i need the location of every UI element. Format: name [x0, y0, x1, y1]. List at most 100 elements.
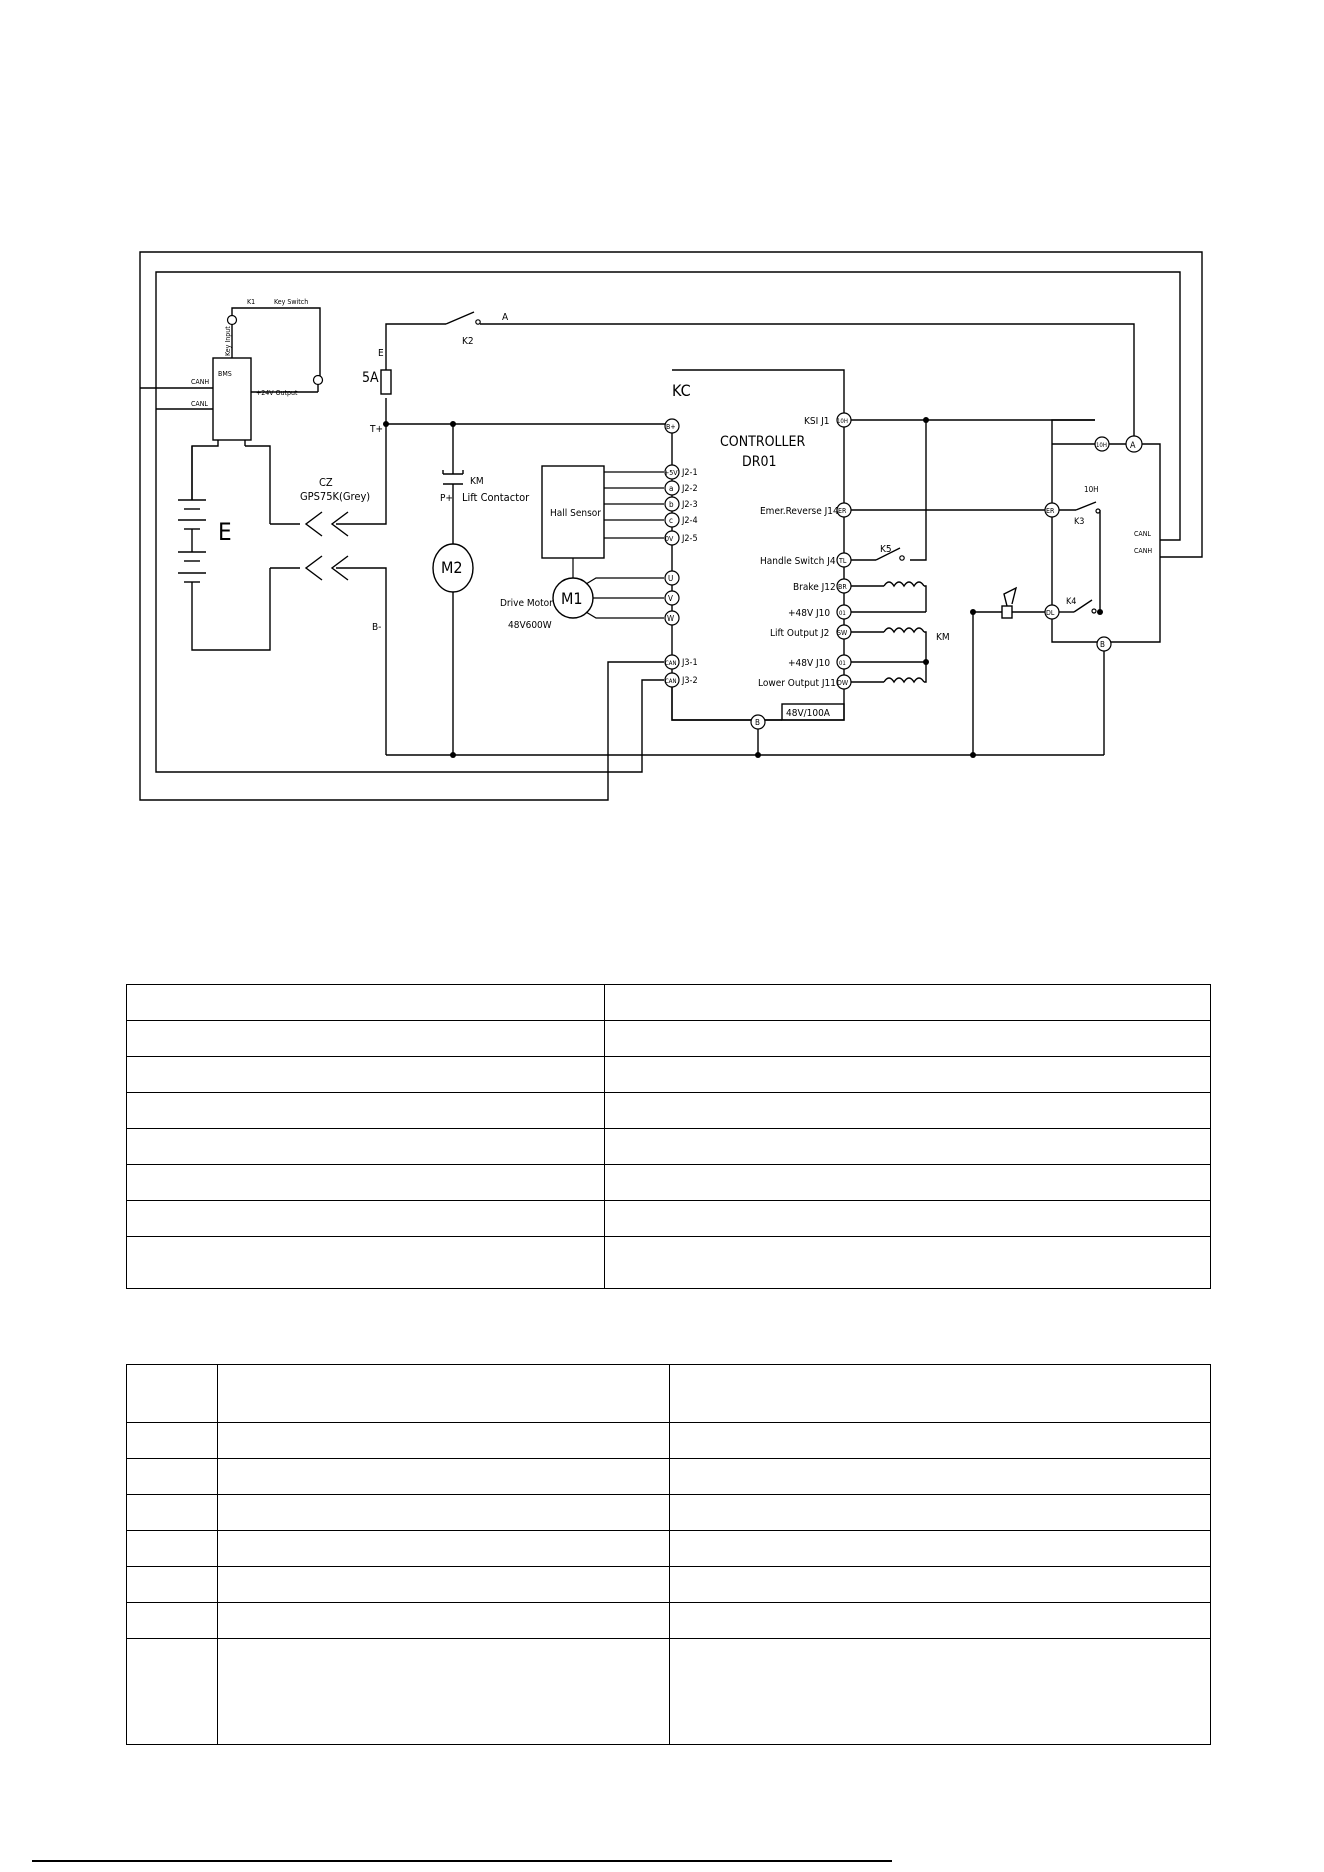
m2-label: M2 [441, 558, 463, 577]
controller-right-terminals: 10H KSI J1 ER Emer.Reverse J14 TL Handle… [758, 412, 1095, 690]
j3-1-label: J3-1 [681, 658, 698, 668]
j2-4-label: J2-4 [681, 516, 698, 526]
term-br: BR [838, 583, 847, 591]
handle-switch-label: Handle Switch J4 [760, 556, 836, 567]
table-row [126, 1128, 1211, 1165]
svg-text:B+: B+ [666, 423, 676, 431]
m1-label: M1 [561, 589, 583, 608]
table-row [126, 1566, 1211, 1603]
table-row [126, 1530, 1211, 1567]
wiring-diagram: BMS CANH CANL +24V Output Key Input K1 K… [139, 251, 1203, 801]
rating-label: 48V/100A [786, 708, 831, 719]
drive-motor-label: Drive Motor [500, 598, 553, 609]
model-label: DR01 [742, 454, 776, 470]
kc-label: KC [672, 381, 691, 400]
bms-label: BMS [218, 370, 232, 378]
k1-label: K1 [247, 298, 255, 306]
controller-left-terminals: B+ +5V a b c 0V J2-1 J2-2 J2-3 J2-4 J2-5… [664, 418, 782, 755]
term-10h-right: 10H [1096, 442, 1107, 449]
table-row [126, 1200, 1211, 1237]
term-b-ground: B [755, 718, 760, 727]
table-row [126, 1164, 1211, 1201]
term-01-b: 01 [839, 660, 846, 667]
km-coil-label: KM [936, 632, 950, 643]
term-a: a [669, 484, 673, 493]
j2-5-label: J2-5 [681, 534, 698, 544]
term-v: V [668, 594, 673, 603]
lift-motor-branch: KM P+ Lift Contactor M2 [432, 424, 530, 755]
t-plus-label: T+ [369, 424, 383, 435]
term-tl: TL [838, 557, 847, 565]
b-minus-label: B- [372, 622, 381, 633]
term-b: b [669, 500, 674, 509]
k5-label: K5 [880, 544, 892, 555]
10h-label: 10H [1084, 485, 1099, 494]
table-row [126, 1602, 1211, 1639]
term-b-right: B [1100, 640, 1105, 649]
hall-sensor-block: Hall Sensor [541, 465, 664, 578]
km-label: KM [470, 476, 484, 487]
term-can2: CAN [665, 678, 677, 685]
term-u: U [668, 574, 673, 583]
j2-3-label: J2-3 [681, 500, 698, 510]
connector-cz: CZ GPS75K(Grey) [270, 424, 387, 755]
term-dl: DL [1046, 609, 1055, 617]
battery-label: E [218, 518, 232, 546]
spec-table-1 [126, 984, 1211, 1289]
canh-right-label: CANH [1134, 547, 1152, 555]
canl-right-label: CANL [1134, 530, 1151, 538]
lift-contactor-label: Lift Contactor [462, 491, 530, 504]
key-input-label: Key Input [224, 326, 232, 356]
table-row [126, 1020, 1211, 1057]
table-row [126, 1092, 1211, 1129]
lift-output-label: Lift Output J2 [770, 628, 829, 639]
canh-left-label: CANH [191, 378, 209, 386]
brake-label: Brake J12 [793, 582, 836, 593]
out24v-label: +24V Output [256, 389, 298, 397]
key-switch-label: Key Switch [274, 298, 308, 306]
connector-label: GPS75K(Grey) [300, 490, 370, 503]
emer-reverse-label: Emer.Reverse J14 [760, 506, 839, 517]
term-dw: DW [837, 679, 849, 687]
term-0v: 0V [665, 535, 674, 543]
ground-bus: B- [372, 622, 1104, 758]
ksi-label: KSI J1 [804, 416, 830, 427]
motor-rating-label: 48V600W [508, 620, 552, 631]
table-row [126, 1056, 1211, 1093]
hall-sensor-label: Hall Sensor [550, 508, 601, 519]
horn [970, 586, 1045, 755]
table-row [126, 1364, 1211, 1423]
battery-pack: E [178, 445, 271, 651]
term-01-a: 01 [839, 610, 846, 617]
table-row [126, 984, 1211, 1021]
handle-panel: 10H A ER 10H K3 DL K4 B CANL CANH [1044, 419, 1161, 755]
term-w: W [667, 614, 674, 623]
term-er: ER [838, 507, 847, 515]
plus48v-1-label: +48V J10 [788, 608, 830, 619]
drive-motor-m1: M1 Drive Motor 48V600W [500, 577, 664, 631]
a-wire-label: A [502, 312, 509, 323]
term-c: c [669, 516, 673, 525]
k4-label: K4 [1066, 597, 1076, 607]
table-row [126, 1638, 1211, 1745]
table-row [126, 1236, 1211, 1289]
fuse-label: 5A [362, 370, 379, 386]
term-sw: SW [837, 629, 848, 637]
cz-label: CZ [319, 476, 333, 489]
term-a-right: A [1130, 441, 1136, 451]
j3-2-label: J3-2 [681, 676, 698, 686]
p-plus-label: P+ [440, 493, 453, 504]
spec-table-2 [126, 1364, 1211, 1745]
bms-module: BMS CANH CANL +24V Output Key Input K1 K… [191, 298, 324, 500]
frame-wires [139, 251, 1203, 801]
term-can1: CAN [665, 660, 677, 667]
table-row [126, 1494, 1211, 1531]
term-er-right: ER [1046, 507, 1055, 515]
lower-output-label: Lower Output J11 [758, 678, 836, 689]
canl-left-label: CANL [191, 400, 208, 408]
main-positive-line: K2 A E 5A T+ [362, 311, 1135, 436]
j2-1-label: J2-1 [681, 468, 698, 478]
e-wire-label: E [378, 348, 384, 359]
table-row [126, 1422, 1211, 1459]
controller-label: CONTROLLER [720, 434, 805, 450]
